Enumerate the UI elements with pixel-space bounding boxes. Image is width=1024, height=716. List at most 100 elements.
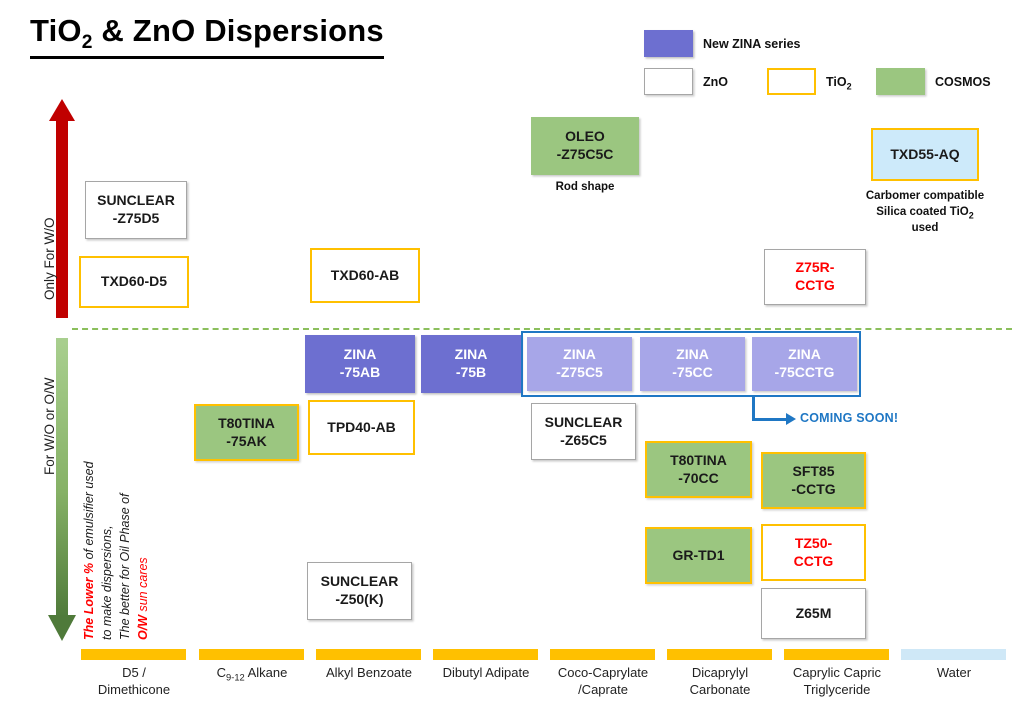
box-gr-td1-line1: GR-TD1 [672, 546, 725, 563]
axis-label-coco-caprylate-line2: /Caprate [578, 681, 628, 697]
axis-label-caprylic-line2: Triglyceride [803, 681, 871, 697]
title-pre: TiO [30, 13, 82, 48]
box-sunclear-z75d5-line2: -Z75D5 [112, 210, 160, 226]
axis-bar-c912-alkane [199, 649, 304, 660]
box-sunclear-z75d5[interactable]: SUNCLEAR -Z75D5 [85, 181, 187, 239]
axis-label-only-for-wo: Only For W/O [42, 217, 57, 300]
box-sunclear-z50k[interactable]: SUNCLEAR -Z50(K) [307, 562, 412, 620]
note-line-1-rest: of emulsifier used [82, 461, 96, 563]
box-zina-75cc-line1: ZINA [676, 346, 709, 363]
box-sunclear-z75d5-line1: SUNCLEAR [97, 192, 175, 209]
box-zina-75cctg[interactable]: ZINA -75CCTG [752, 337, 857, 391]
box-zina-z75c5[interactable]: ZINA -Z75C5 [527, 337, 632, 391]
axis-bar-d5-dimethicone [81, 649, 186, 660]
box-txd60-d5[interactable]: TXD60-D5 [79, 256, 189, 308]
box-zina-75b-line1: ZINA [454, 346, 488, 363]
box-txd55-aq[interactable]: TXD55-AQ [871, 128, 979, 181]
box-tz50-cctg-line2: CCTG [793, 552, 834, 569]
up-arrow-head-icon [49, 99, 75, 121]
box-oleo-z75c5c-line1: OLEO [565, 128, 605, 145]
box-oleo-z75c5c-line2: -Z75C5C [556, 146, 614, 162]
note-line-3: The better for Oil Phase of [118, 493, 133, 640]
box-sunclear-z65c5-line2: -Z65C5 [560, 431, 607, 448]
box-sunclear-z50k-line1: SUNCLEAR [320, 573, 399, 590]
box-z65m-line1: Z65M [795, 604, 832, 621]
box-zina-75cctg-line1: ZINA [788, 346, 821, 363]
box-z75r-cctg-line2: CCTG [795, 277, 835, 293]
box-oleo-z75c5c[interactable]: OLEO -Z75C5C [531, 117, 639, 175]
callout-horizontal-line [752, 418, 788, 421]
legend-swatch-tio2 [767, 68, 816, 95]
box-sft85-cctg-line1: SFT85 [792, 462, 835, 479]
box-zina-75cctg-line2: -75CCTG [774, 364, 835, 380]
box-zina-75b[interactable]: ZINA -75B [421, 335, 521, 393]
axis-bar-dibutyl-adipate [433, 649, 538, 660]
box-z75r-cctg-line1: Z75R- [795, 259, 835, 276]
legend-label-tio2: TiO2 [826, 75, 852, 92]
axis-bar-coco-caprylate [550, 649, 655, 660]
box-z65m[interactable]: Z65M [761, 588, 866, 639]
legend-tio2-subscript: 2 [846, 81, 852, 92]
box-txd60-ab-line1: TXD60-AB [330, 266, 400, 283]
caption-carbomer-line2-pre: Silica coated TiO [876, 205, 969, 218]
axis-label-c912-alkane: C9-12 Alkane [191, 665, 313, 684]
axis-label-d5-line1: D5 / [122, 665, 146, 680]
box-zina-75ab-line2: -75AB [339, 364, 381, 380]
box-zina-75ab[interactable]: ZINA -75AB [305, 335, 415, 393]
axis-bar-caprylic-capric-triglyceride [784, 649, 889, 660]
box-zina-75cc-line2: -75CC [672, 364, 713, 380]
box-tz50-cctg-line1: TZ50- [794, 534, 833, 551]
box-txd60-ab[interactable]: TXD60-AB [310, 248, 420, 303]
box-t80tina-70cc[interactable]: T80TINA -70CC [645, 441, 752, 498]
axis-label-c912-pre: C [216, 665, 227, 680]
box-sft85-cctg-line2: -CCTG [791, 480, 836, 497]
box-sunclear-z65c5-line1: SUNCLEAR [544, 413, 623, 430]
box-t80tina-75ak-line1: T80TINA [218, 414, 275, 431]
caption-carbomer-line1: Carbomer compatible [865, 190, 985, 202]
axis-bar-water [901, 649, 1006, 660]
axis-label-caprylic-line1: Caprylic Capric [792, 665, 882, 680]
box-zina-z75c5-line1: ZINA [563, 346, 596, 363]
callout-arrow-icon [786, 413, 796, 425]
title-post: & ZnO Dispersions [92, 13, 384, 48]
legend-swatch-new-zina [644, 30, 693, 57]
axis-bar-dicaprylyl-carbonate [667, 649, 772, 660]
box-gr-td1[interactable]: GR-TD1 [645, 527, 752, 584]
box-t80tina-75ak[interactable]: T80TINA -75AK [194, 404, 299, 461]
callout-vertical-line [752, 397, 755, 420]
caption-carbomer-subscript: 2 [968, 209, 974, 220]
box-sunclear-z50k-line2: -Z50(K) [335, 591, 384, 607]
axis-bar-alkyl-benzoate [316, 649, 421, 660]
axis-label-alkyl-benzoate: Alkyl Benzoate [308, 665, 430, 682]
down-arrow-head-icon [48, 615, 76, 641]
axis-label-c912-post: Alkane [244, 665, 288, 680]
box-sunclear-z65c5[interactable]: SUNCLEAR -Z65C5 [531, 403, 636, 460]
box-zina-75cc[interactable]: ZINA -75CC [640, 337, 745, 391]
box-sft85-cctg[interactable]: SFT85 -CCTG [761, 452, 866, 509]
legend-label-cosmos: COSMOS [935, 75, 991, 89]
axis-label-caprylic-capric-triglyceride: Caprylic Capric Triglyceride [770, 665, 904, 699]
axis-label-coco-caprylate: Coco-Caprylate /Caprate [542, 665, 664, 699]
legend-swatch-cosmos [876, 68, 925, 95]
title-subscript: 2 [81, 32, 93, 54]
box-z75r-cctg[interactable]: Z75R- CCTG [764, 249, 866, 305]
box-t80tina-70cc-line1: T80TINA [670, 451, 727, 468]
note-line-2: to make dispersions, [100, 525, 115, 640]
axis-label-c912-subscript: 9-12 [226, 672, 245, 683]
legend-label-zno: ZnO [703, 75, 728, 89]
axis-label-alkyl-benzoate-line1: Alkyl Benzoate [326, 665, 412, 680]
axis-label-dicaprylyl-line2: Carbonate [689, 681, 751, 697]
coming-soon-label: COMING SOON! [800, 411, 899, 425]
box-t80tina-70cc-line2: -70CC [678, 469, 719, 486]
box-tpd40-ab[interactable]: TPD40-AB [308, 400, 415, 455]
legend-swatch-zno [644, 68, 693, 95]
down-arrow-shaft-icon [56, 338, 68, 618]
note-line-1-highlight: The Lower % [82, 562, 96, 640]
axis-label-dicaprylyl-carbonate: Dicaprylyl Carbonate [659, 665, 781, 699]
axis-label-water-line1: Water [936, 665, 972, 680]
axis-label-for-wo-or-ow: For W/O or O/W [42, 377, 57, 476]
note-line-4-rest: sun cares [136, 557, 151, 615]
box-tz50-cctg[interactable]: TZ50- CCTG [761, 524, 866, 581]
axis-label-dibutyl-adipate: Dibutyl Adipate [425, 665, 547, 682]
